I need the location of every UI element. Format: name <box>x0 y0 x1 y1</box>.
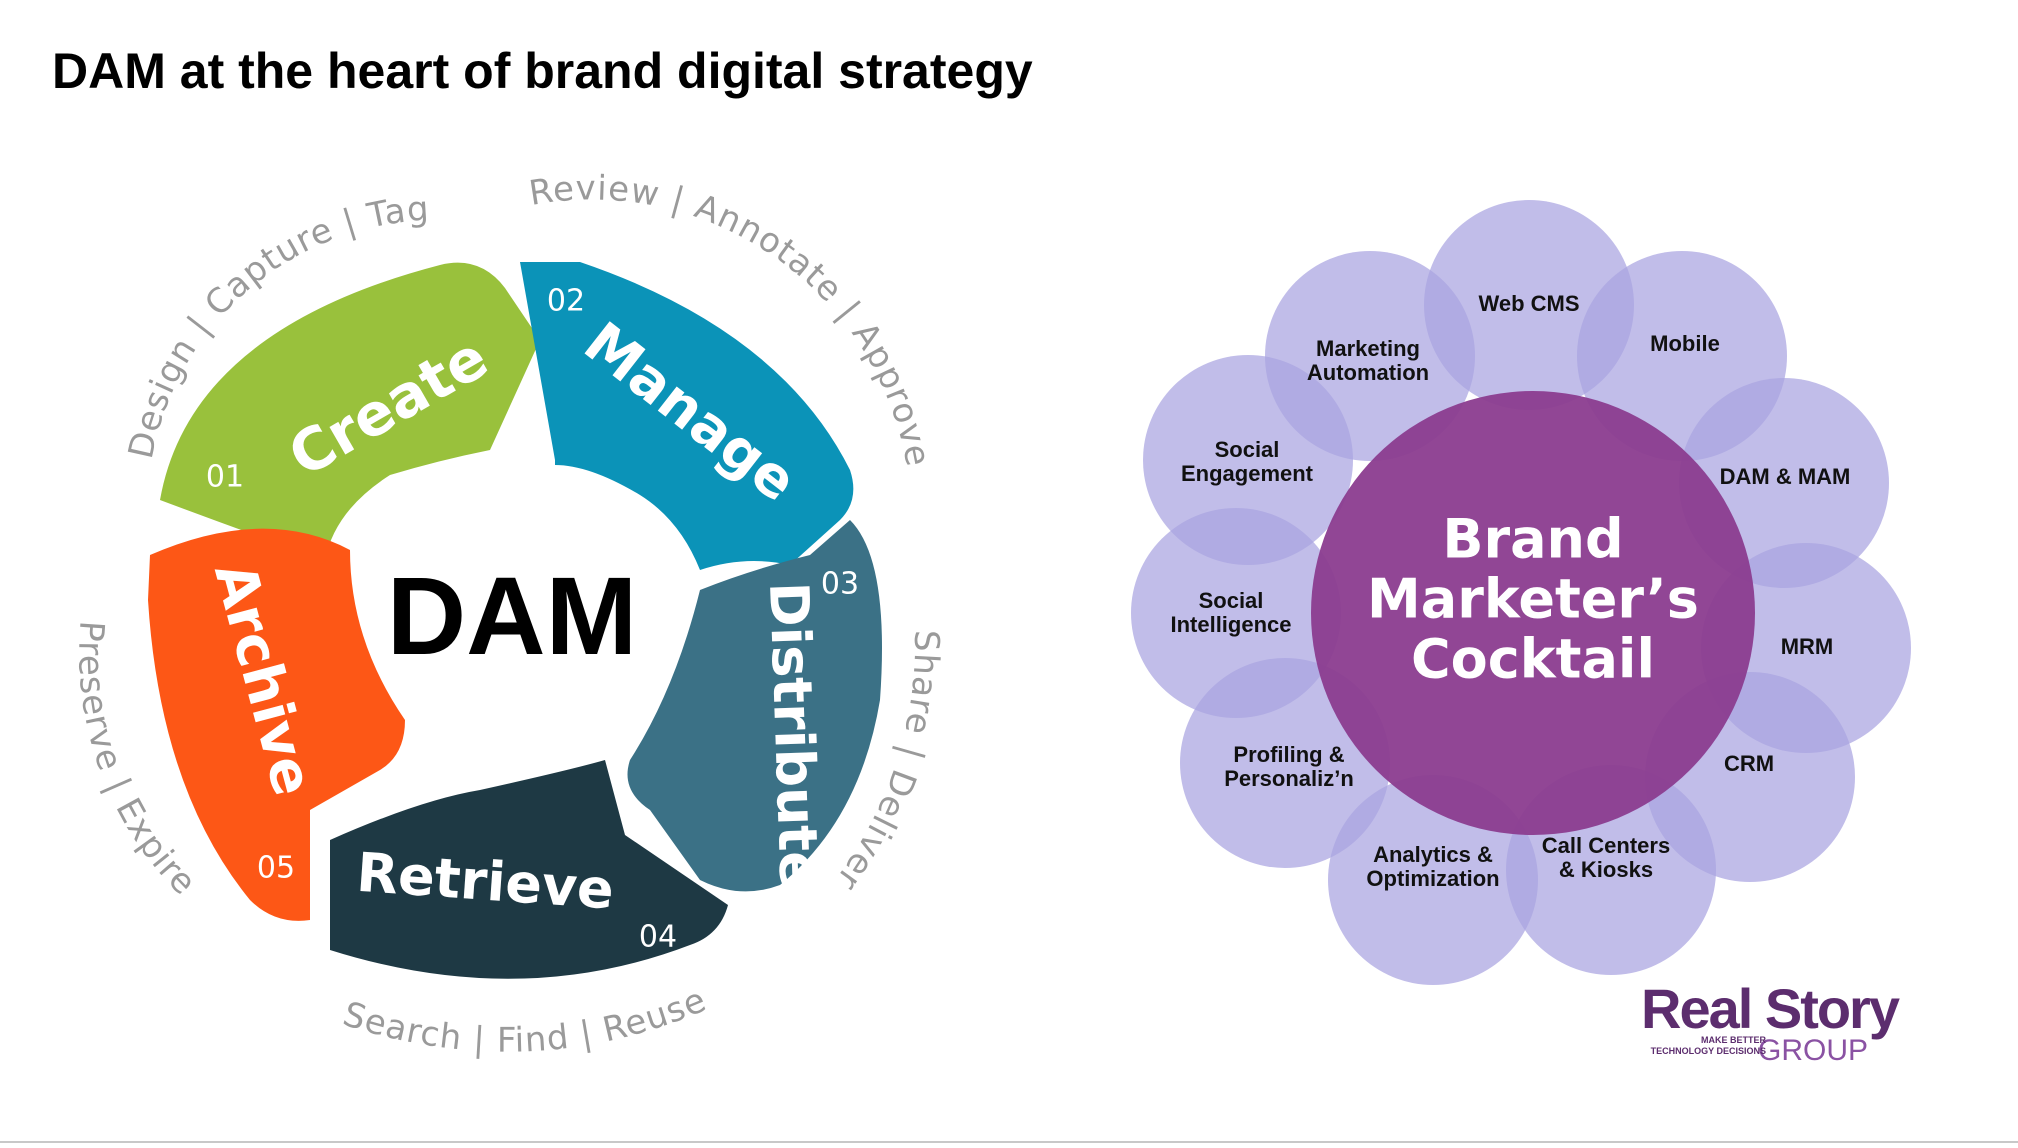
page-title: DAM at the heart of brand digital strate… <box>52 42 1033 100</box>
stage-retrieve-activities: Search | Find | Reuse <box>338 980 712 1061</box>
cocktail-center-circle <box>1311 391 1755 835</box>
logo-line2: GROUP <box>1758 1034 1868 1067</box>
cocktail-center-label: Cocktail <box>1411 628 1655 691</box>
stage-archive-segment <box>148 528 405 921</box>
stage-retrieve-number: 04 <box>639 920 677 955</box>
stage-manage-segment <box>520 262 854 570</box>
petal-label: Marketing <box>1316 336 1420 361</box>
petal-label: Mobile <box>1650 331 1720 356</box>
petal-label: & Kiosks <box>1559 857 1653 882</box>
dam-center-label: DAM <box>387 555 638 678</box>
petal-label: Automation <box>1307 360 1429 385</box>
stage-manage-number: 02 <box>547 284 585 319</box>
petal-label: Social <box>1215 437 1280 462</box>
stage-distribute-segment <box>627 520 882 892</box>
stage-retrieve-segment <box>330 760 728 979</box>
petal-label: Engagement <box>1181 461 1314 486</box>
footer-divider <box>0 1141 2018 1143</box>
stage-create-segment <box>160 262 540 560</box>
title-bold: DAM at the heart <box>52 43 450 99</box>
stage-archive-number: 05 <box>257 851 295 886</box>
petal-circle <box>1131 508 1341 718</box>
stage-create-number: 01 <box>206 460 244 495</box>
petal-label: Personaliz’n <box>1224 766 1354 791</box>
petal-label: CRM <box>1724 751 1774 776</box>
petal-label: MRM <box>1781 634 1834 659</box>
petal-label: Web CMS <box>1478 291 1579 316</box>
petal-label: Intelligence <box>1170 612 1291 637</box>
stage-distribute-number: 03 <box>821 567 859 602</box>
logo-tagline: MAKE BETTER <box>1701 1035 1767 1045</box>
petal-label: Profiling & <box>1233 742 1344 767</box>
petal-label: Analytics & <box>1373 842 1493 867</box>
petal-label: DAM & MAM <box>1720 464 1851 489</box>
cocktail-center-label: Brand <box>1442 508 1623 571</box>
logo-tagline: TECHNOLOGY DECISIONS <box>1651 1046 1766 1056</box>
petal-label: Social <box>1199 588 1264 613</box>
stage-distribute-label: Distribute <box>757 581 831 889</box>
logo-line1: Real Story <box>1641 977 1900 1040</box>
cocktail-center-label: Marketer’s <box>1367 568 1699 631</box>
petal-label: Optimization <box>1366 866 1499 891</box>
title-rest: of brand digital strategy <box>449 43 1033 99</box>
dam-cycle <box>148 262 882 979</box>
petal-circle <box>1265 251 1475 461</box>
petal-label: Call Centers <box>1542 833 1670 858</box>
